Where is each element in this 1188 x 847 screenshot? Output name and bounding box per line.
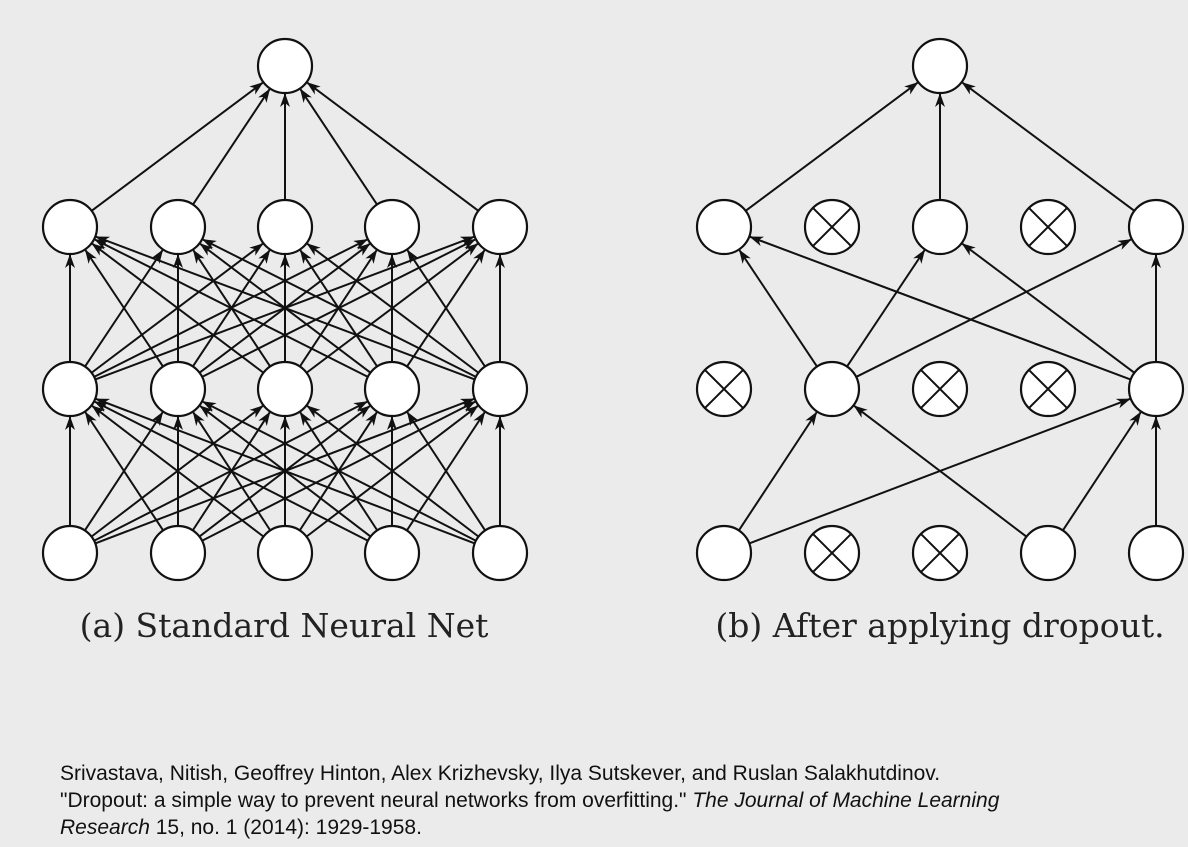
panel-dropout-net: (b) After applying dropout. [695, 37, 1185, 645]
connection-arrow [961, 81, 1135, 212]
connection-arrow [202, 238, 477, 378]
dropped-neuron-node [1019, 360, 1077, 418]
neuron-node [363, 198, 421, 256]
dropout-cross-icon [704, 369, 744, 409]
neuron-node [1127, 524, 1185, 582]
dropped-neuron-node [803, 198, 861, 256]
connection-arrow [749, 235, 1132, 381]
citation-title-line: "Dropout: a simple way to prevent neural… [60, 787, 1180, 814]
citation-volume-pages: 15, no. 1 (2014): 1929-1958. [149, 816, 422, 839]
dropout-cross-icon [812, 207, 852, 247]
connection-arrow [306, 405, 480, 538]
connection-arrow [91, 243, 265, 374]
panel-caption-standard: (a) Standard Neural Net [80, 606, 489, 645]
citation-authors: Srivastava, Nitish, Geoffrey Hinton, Ale… [60, 762, 941, 785]
dropout-cross-icon [1028, 369, 1068, 409]
neuron-node [363, 524, 421, 582]
citation-journal: The Journal of Machine Learning [692, 789, 1000, 812]
connection-arrow [91, 405, 265, 538]
neuron-node [471, 360, 529, 418]
connection-arrow [961, 243, 1136, 374]
connection-arrow [306, 243, 480, 374]
neuron-node [256, 524, 314, 582]
neuron-node [149, 524, 207, 582]
connection-arrow [299, 88, 378, 206]
connection-arrow [738, 249, 818, 368]
neuron-node [41, 360, 99, 418]
dropout-cross-icon [920, 369, 960, 409]
neuron-node [41, 524, 99, 582]
dropped-neuron-node [695, 360, 753, 418]
neuron-node [695, 198, 753, 256]
citation-journal-cont: Research [60, 816, 150, 839]
panel-caption-dropout: (b) After applying dropout. [715, 606, 1164, 645]
connection-arrow [84, 411, 164, 532]
connection-arrow [94, 400, 369, 542]
connection-arrow [202, 400, 477, 542]
connection-arrow [406, 411, 486, 532]
neuron-node [1127, 198, 1185, 256]
citation-title: "Dropout: a simple way to prevent neural… [60, 789, 693, 812]
connection-arrow [94, 238, 369, 378]
connection-arrow [84, 249, 164, 368]
connection-arrow [738, 411, 818, 532]
neuron-node [911, 198, 969, 256]
neuron-node [695, 524, 753, 582]
neuron-node [1019, 524, 1077, 582]
connection-arrow [855, 238, 1132, 378]
neuron-node [149, 198, 207, 256]
connection-arrow [745, 81, 919, 212]
connection-arrow [192, 88, 271, 206]
neuron-node [41, 198, 99, 256]
neuron-node [149, 360, 207, 418]
panel-standard-net: (a) Standard Neural Net [41, 37, 529, 645]
neuron-node [803, 360, 861, 418]
connection-arrow [95, 398, 476, 545]
connection-arrow [306, 81, 479, 212]
neuron-node [363, 360, 421, 418]
connection-arrow [406, 249, 486, 368]
citation-details-line: Research 15, no. 1 (2014): 1929-1958. [60, 814, 1180, 841]
connection-arrow [95, 235, 476, 381]
dropped-neuron-node [1019, 198, 1077, 256]
dropout-cross-icon [812, 533, 852, 573]
connection-arrow [91, 81, 264, 212]
connection-arrow [1062, 411, 1142, 532]
neuron-node [256, 360, 314, 418]
neuron-node [471, 198, 529, 256]
neuron-node [1127, 360, 1185, 418]
neuron-node [256, 198, 314, 256]
connection-arrow [853, 405, 1028, 538]
neuron-node [471, 524, 529, 582]
dropped-neuron-node [803, 524, 861, 582]
dropped-neuron-node [911, 360, 969, 418]
dropout-cross-icon [920, 533, 960, 573]
dropout-cross-icon [1028, 207, 1068, 247]
neuron-node [911, 37, 969, 95]
connection-arrow [846, 249, 926, 368]
citation: Srivastava, Nitish, Geoffrey Hinton, Ale… [60, 760, 1180, 841]
dropped-neuron-node [911, 524, 969, 582]
neuron-node [256, 37, 314, 95]
